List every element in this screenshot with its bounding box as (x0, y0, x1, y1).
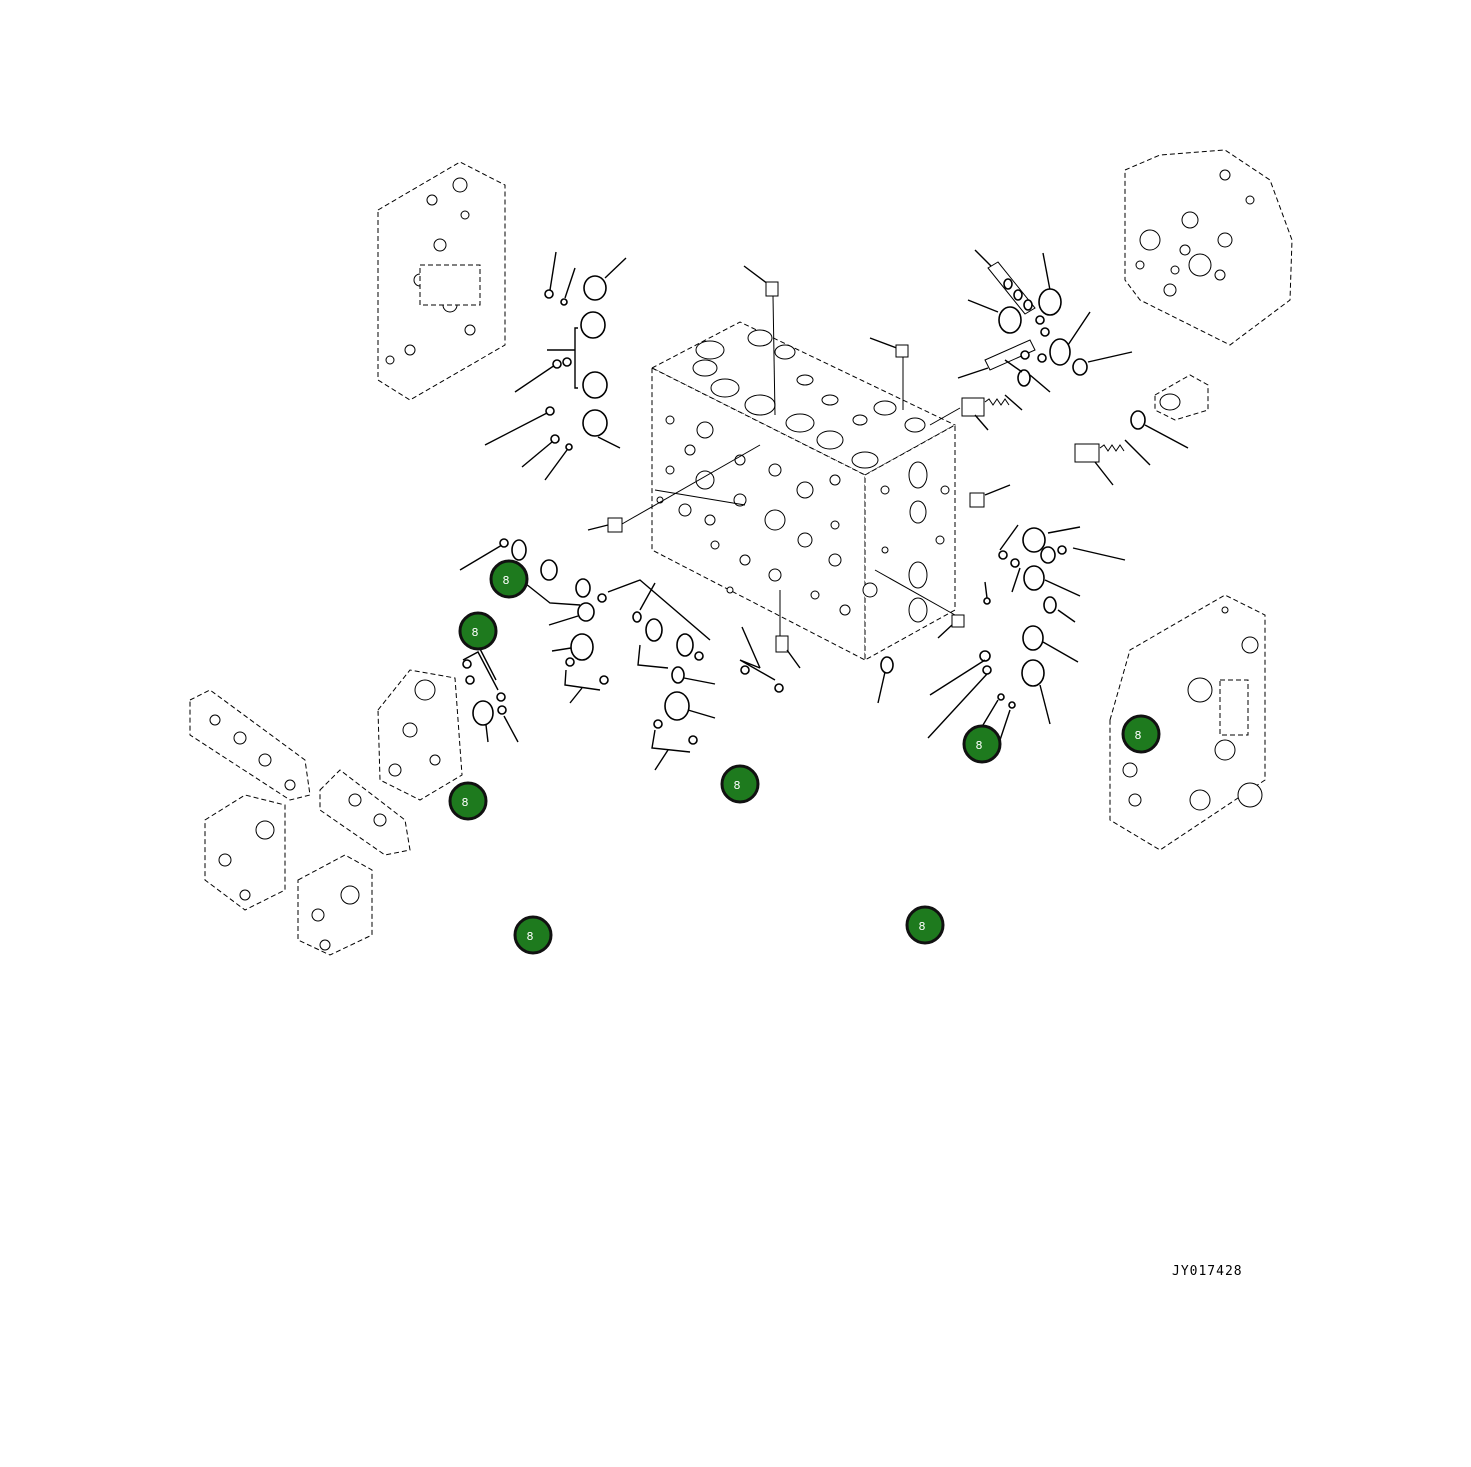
callout-marker[interactable]: 8 (513, 915, 553, 955)
callout-marker[interactable]: 8 (962, 724, 1002, 764)
callout-marker[interactable]: 8 (489, 559, 529, 599)
callout-circle[interactable] (458, 611, 498, 651)
callout-circle[interactable] (720, 764, 760, 804)
main-valve-block (650, 321, 957, 661)
left-section-block-4 (204, 794, 286, 911)
right-section-block (1109, 594, 1266, 851)
top-right-cover (1124, 149, 1293, 346)
callout-circle[interactable] (489, 559, 529, 599)
left-section-block-3 (319, 769, 411, 856)
top-left-cover (377, 161, 506, 401)
callout-circle[interactable] (1121, 714, 1161, 754)
left-section-block-1 (377, 669, 463, 801)
callout-circle[interactable] (448, 781, 488, 821)
callout-marker[interactable]: 8 (458, 611, 498, 651)
left-section-block-2 (189, 689, 311, 801)
drawing-code: JY017428 (1172, 1264, 1243, 1279)
callout-marker[interactable]: 8 (1121, 714, 1161, 754)
callout-marker[interactable]: 8 (905, 905, 945, 945)
left-section-block-5 (297, 854, 373, 956)
seal-parts (459, 249, 1189, 771)
callout-marker[interactable]: 8 (448, 781, 488, 821)
spool-cap (1154, 374, 1209, 421)
callout-circle[interactable] (962, 724, 1002, 764)
callout-circle[interactable] (905, 905, 945, 945)
callout-circle[interactable] (513, 915, 553, 955)
callout-marker[interactable]: 8 (720, 764, 760, 804)
